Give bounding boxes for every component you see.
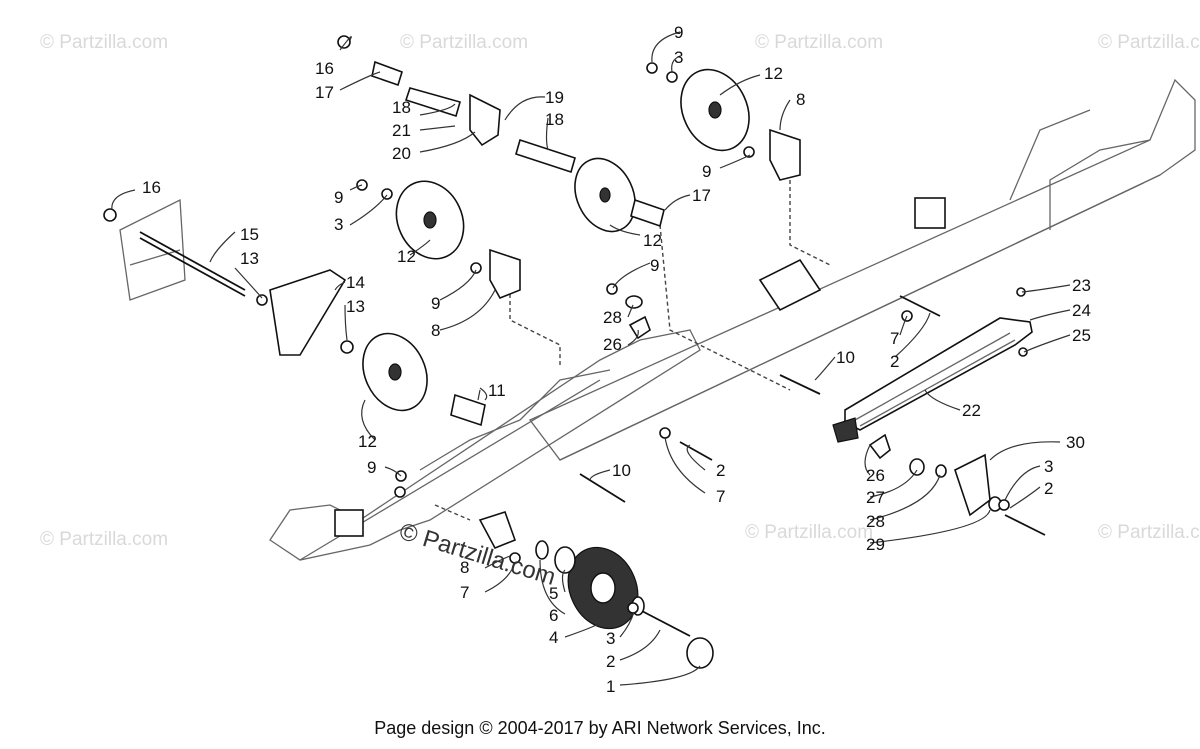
callout-label: 9: [334, 188, 343, 207]
callout-label: 10: [612, 461, 631, 480]
callout-label: 25: [1072, 326, 1091, 345]
callout-label: 20: [392, 144, 411, 163]
watermark: © Partzilla.com: [40, 529, 168, 550]
callout-label: 15: [240, 225, 259, 244]
callout-label: 8: [796, 90, 805, 109]
watermark-main: © Partzilla.com: [396, 518, 559, 591]
callout-label: 3: [334, 215, 343, 234]
callout-label: 2: [716, 461, 725, 480]
callout-label: 5: [549, 584, 558, 603]
callout-label: 28: [603, 308, 622, 327]
callout-label: 24: [1072, 301, 1091, 320]
shock-arm: [832, 317, 1033, 443]
callout-label: 18: [545, 110, 564, 129]
callout-label: 12: [764, 64, 783, 83]
callout-label: 26: [603, 335, 622, 354]
callout-label: 4: [549, 628, 558, 647]
callout-label: 17: [315, 83, 334, 102]
callout-label: 10: [836, 348, 855, 367]
callout-label: 22: [962, 401, 981, 420]
rear-idler-wheel: [567, 546, 714, 669]
callout-label: 13: [240, 249, 259, 268]
callout-label: 9: [431, 294, 440, 313]
callout-label: 3: [606, 629, 615, 648]
right-slide-rail: [528, 78, 1196, 461]
leader-lines: [111, 31, 1071, 686]
watermark-group: © Partzilla.com © Partzilla.com © Partzi…: [40, 32, 1200, 550]
callout-label: 29: [866, 535, 885, 554]
watermark: © Partzilla.com: [755, 32, 883, 53]
watermark: © Partzilla.com: [745, 522, 873, 543]
callout-label: 13: [346, 297, 365, 316]
hub-cap: [686, 637, 714, 669]
callout-label: 3: [1044, 457, 1053, 476]
callout-label: 26: [866, 466, 885, 485]
callout-label: 27: [866, 488, 885, 507]
callout-label: 8: [431, 321, 440, 340]
callout-label: 11: [488, 381, 506, 400]
watermark: © Partzilla.com: [400, 32, 528, 53]
callout-label: 21: [392, 121, 411, 140]
callout-label: 28: [866, 512, 885, 531]
callout-label: 1: [606, 677, 615, 696]
callout-label: 2: [1044, 479, 1053, 498]
callout-label: 9: [674, 23, 683, 42]
axles: [139, 231, 1046, 637]
callout-label: 2: [606, 652, 615, 671]
watermark: © Partzilla.com: [1098, 522, 1200, 543]
watermark: © Partzilla.com: [40, 32, 168, 53]
idler-wheels: [362, 68, 750, 412]
hardware: [103, 35, 1028, 614]
callout-label: 16: [315, 59, 334, 78]
callout-label: 12: [397, 247, 416, 266]
callout-label: 2: [890, 352, 899, 371]
watermark: © Partzilla.com: [1098, 32, 1200, 53]
callout-label: 9: [650, 256, 659, 275]
callout-label: 7: [716, 487, 725, 506]
footer-credit: Page design © 2004-2017 by ARI Network S…: [374, 718, 826, 738]
callout-label: 6: [549, 606, 558, 625]
callout-label: 14: [346, 273, 365, 292]
callout-label: 23: [1072, 276, 1091, 295]
callout-label: 30: [1066, 433, 1085, 452]
callout-label: 12: [643, 231, 662, 250]
callout-label: 7: [890, 329, 899, 348]
callout-label: 3: [674, 48, 683, 67]
callout-label: 17: [692, 186, 711, 205]
callout-label: 12: [358, 432, 377, 451]
callout-label: 8: [460, 558, 469, 577]
assembly-lines: [434, 180, 831, 521]
callout-label: 9: [367, 458, 376, 477]
callout-label: 16: [142, 178, 161, 197]
callout-label: 19: [545, 88, 564, 107]
callout-label: 7: [460, 583, 469, 602]
left-slide-rail: [119, 198, 701, 561]
callout-label: 18: [392, 98, 411, 117]
callout-label: 9: [702, 162, 711, 181]
callouts: 9 3 16 17 12 8 19 18 18 21 20 9 17 12 16…: [142, 23, 1091, 696]
